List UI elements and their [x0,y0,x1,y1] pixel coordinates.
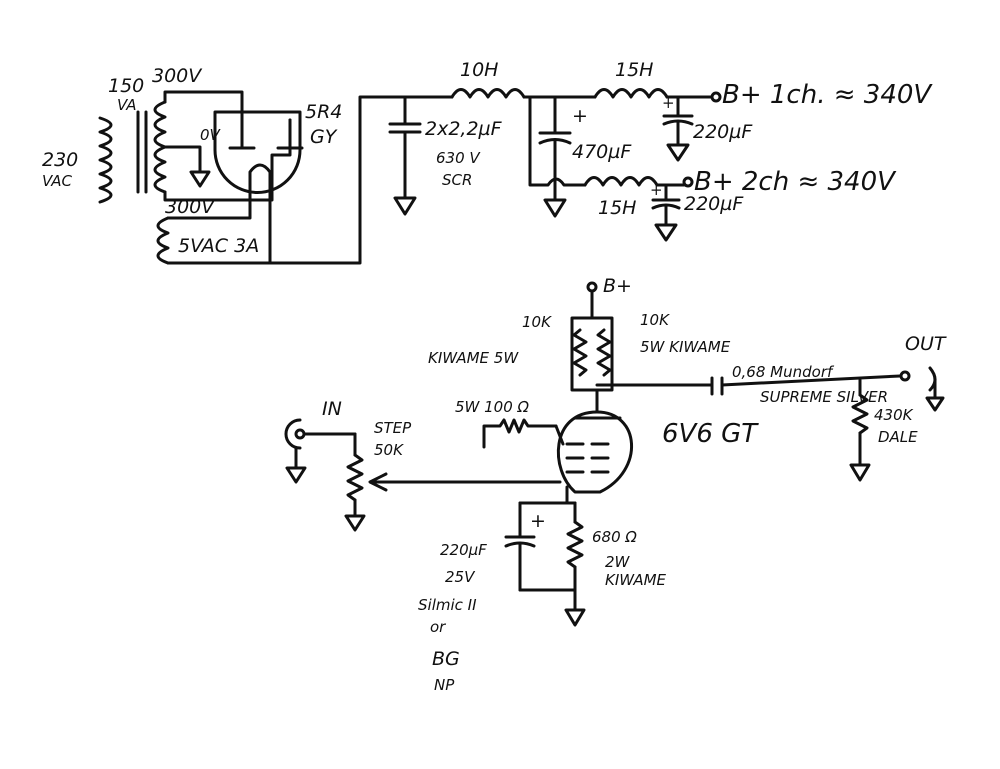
center-tap-label: 0V [200,126,222,144]
primary-voltage: 230 [42,149,78,171]
amplifier-section: B+ 10K KIWAME 5W 10K 5W KIWAME 6V6 GT 5W… [284,275,947,694]
bplus-ch2-terminal [682,176,694,188]
transformer-heater-winding [156,216,170,265]
bypass-cap-alt-variant: NP [434,676,455,694]
rectifier-type-alt: GY [310,126,338,148]
grid-stopper-lead [554,424,565,446]
choke-10h-label: 10H [460,59,498,81]
input-jack-icon [284,418,302,450]
bypass-cap-voltage: 25V [445,568,476,586]
ch2-branch-wire [528,95,587,187]
ground-icon [344,514,366,532]
ground-icon [285,466,307,484]
plate-res-left-value: 10K [522,313,552,331]
choke-15h-ch1 [593,88,669,99]
heater-lead-top [166,186,252,220]
cathode-res-brand: KIWAME [605,571,667,589]
output-label: OUT [905,333,947,355]
rectifier-filament [248,163,272,190]
pot-value-label: 50K [374,441,404,459]
ground-icon [654,223,678,242]
bypass-cap-alt-type: BG [432,648,460,670]
cathode-res-value: 680 Ω [592,528,637,546]
bplus-ch1-terminal [710,91,722,103]
load-resistor [851,393,869,435]
load-res-brand: DALE [878,428,918,446]
ground-icon [849,463,871,482]
ground-icon [564,608,586,627]
plate-resistor-pair-box [570,316,614,392]
primary-voltage-unit: VAC [42,172,73,190]
ch2-cap-value: 220µF [684,193,744,215]
ground-icon [925,396,945,412]
tube-envelope [556,410,634,494]
wiper-arrow-icon [368,472,388,492]
bplus-ch1-label: B+ 1ch. ≈ 340V [722,80,933,110]
first-cap-brand: SCR [442,171,472,189]
hv-top-lead [163,90,244,114]
bplus-amp-label: B+ [603,275,632,297]
first-cap-value: 2x2,2µF [425,118,503,140]
choke-15h-ch2-label: 15H [598,197,636,219]
center-tap-lead [163,145,202,174]
plate-res-right-value: 10K [640,311,670,329]
rectifier-output-wire [268,95,407,265]
coupling-cap-value: 0,68 Mundorf [732,363,835,381]
ch1-cap-value: 220µF [693,121,753,143]
pot-type-label: STEP [374,419,412,437]
cathode-res-power: 2W [605,553,631,571]
transformer-primary-winding [98,116,113,204]
bypass-cap-type: Silmic II [418,596,477,614]
first-cap-rating: 630 V [436,149,481,167]
choke-10h [450,88,526,99]
load-res-value: 430K [874,406,914,424]
ground-icon [543,198,567,218]
plate-resistor-left [572,328,588,377]
heater-winding-label: 5VAC 3A [178,235,259,257]
output-tube [556,410,634,505]
rectifier-envelope [213,110,302,194]
grid-stopper-label: 5W 100 Ω [455,398,530,416]
coupling-to-output-wire [720,374,902,387]
plate-res-right-spec: 5W KIWAME [640,338,731,356]
output-terminal [899,370,911,382]
tube-type-label: 6V6 GT [662,419,759,449]
ch1-cap-polarity: + [662,94,675,112]
ground-icon [393,196,417,216]
hv-lower-voltage: 300V [165,196,216,218]
cathode-resistor [566,520,584,569]
rectifier-type: 5R4 [305,101,342,123]
choke-15h-ch1-label: 15H [615,59,653,81]
input-label: IN [322,398,342,420]
reservoir-polarity: + [572,105,588,127]
volume-pot [346,453,364,502]
ch2-cap-polarity: + [650,181,663,199]
bypass-cap-or: or [430,618,446,636]
power-supply-section: 150 VA 230 VAC 300V 0V 300V 5VAC 3A 5R4 … [42,59,933,265]
ground-icon [189,170,211,188]
reservoir-cap-value: 470µF [572,141,632,163]
plate-res-left-spec: KIWAME 5W [428,349,519,367]
hv-upper-voltage: 300V [152,65,203,87]
ground-icon [666,143,690,162]
transformer-va-value: 150 [108,75,144,97]
grid-stopper-resistor [482,418,558,449]
transformer-va-unit: VA [117,96,137,114]
bypass-cap-value: 220µF [440,541,487,559]
rectifier-tube [213,110,304,194]
coupling-cap-type: SUPREME SILVER [760,388,888,406]
bplus-ch2-label: B+ 2ch ≈ 340V [694,167,897,197]
plate-resistor-right [596,328,612,377]
bypass-cap-polarity: + [530,510,546,532]
choke-15h-ch2 [583,176,659,187]
